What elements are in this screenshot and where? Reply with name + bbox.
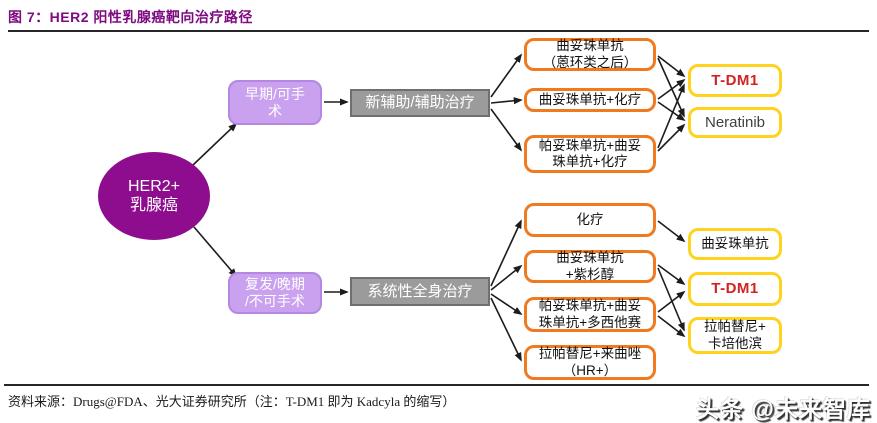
root-node-label: HER2+ 乳腺癌 <box>127 177 181 214</box>
outcome-label: T-DM1 <box>711 71 759 89</box>
outcome-label: Neratinib <box>704 113 766 131</box>
outcome-node-tdm1-relapse: T-DM1 <box>688 272 782 306</box>
top-divider <box>8 30 869 32</box>
regimen-label: 曲妥珠单抗 （蒽环类之后） <box>542 38 638 70</box>
stage-relapse-label: 复发/晚期 /不可手术 <box>245 276 305 309</box>
stage-early-label: 早期/可手 术 <box>245 85 305 119</box>
regimen-label: 化疗 <box>576 211 604 227</box>
treatment-systemic-label: 系统性全身治疗 <box>367 282 473 300</box>
regimen-label: 帕妥珠单抗+曲妥 珠单抗+化疗 <box>538 137 642 169</box>
regimen-node-lapatinib-letrozole-hr: 拉帕替尼+来曲唑 （HR+） <box>524 345 656 380</box>
outcome-label: 曲妥珠单抗 <box>701 235 769 251</box>
outcome-label: T-DM1 <box>711 280 759 297</box>
regimen-node-trastuzumab-chemo: 曲妥珠单抗+化疗 <box>524 88 656 112</box>
treatment-adjuvant-label: 新辅助/辅助治疗 <box>365 94 475 111</box>
source-note: 资料来源：Drugs@FDA、光大证券研究所（注：T-DM1 即为 Kadcyl… <box>8 394 456 409</box>
regimen-node-trastuzumab-post-anthracycline: 曲妥珠单抗 （蒽环类之后） <box>524 38 656 71</box>
watermark-toutiao: 头条 @未来智库 <box>696 396 871 422</box>
regimen-label: 帕妥珠单抗+曲妥 珠单抗+多西他赛 <box>538 298 642 330</box>
bottom-divider <box>4 384 869 386</box>
treatment-node-adjuvant: 新辅助/辅助治疗 <box>350 89 490 117</box>
root-node-her2-breast-cancer: HER2+ 乳腺癌 <box>98 152 210 240</box>
regimen-node-chemo: 化疗 <box>524 203 656 237</box>
outcome-node-neratinib: Neratinib <box>688 107 782 138</box>
figure-title: 图 7：HER2 阳性乳腺癌靶向治疗路径 <box>8 9 253 25</box>
regimen-label: 拉帕替尼+来曲唑 （HR+） <box>538 346 642 378</box>
outcome-label: 拉帕替尼+ 卡培他滨 <box>704 319 766 351</box>
outcome-node-trastuzumab: 曲妥珠单抗 <box>688 228 782 260</box>
regimen-node-pertuzumab-trastuzumab-docetaxel: 帕妥珠单抗+曲妥 珠单抗+多西他赛 <box>524 297 656 332</box>
outcome-node-tdm1-early: T-DM1 <box>688 64 782 97</box>
treatment-node-systemic: 系统性全身治疗 <box>350 277 490 306</box>
outcome-node-lapatinib-capecitabine: 拉帕替尼+ 卡培他滨 <box>688 317 782 354</box>
regimen-label: 曲妥珠单抗+化疗 <box>538 91 642 107</box>
stage-node-relapse-inoperable: 复发/晚期 /不可手术 <box>228 272 322 314</box>
regimen-node-pertuzumab-trastuzumab-chemo: 帕妥珠单抗+曲妥 珠单抗+化疗 <box>524 135 656 173</box>
regimen-label: 曲妥珠单抗 +紫杉醇 <box>556 250 624 282</box>
regimen-node-trastuzumab-paclitaxel: 曲妥珠单抗 +紫杉醇 <box>524 250 656 283</box>
stage-node-early-operable: 早期/可手 术 <box>228 80 322 125</box>
